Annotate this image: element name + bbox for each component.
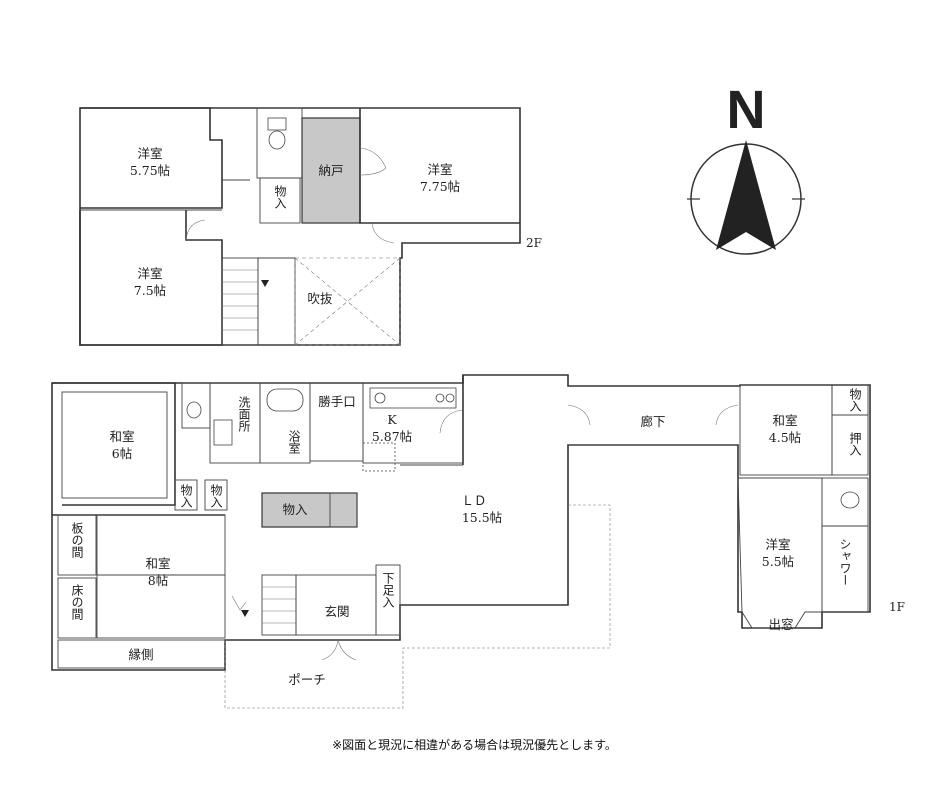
room-1f-western-55-size: 5.5帖 — [762, 554, 794, 569]
floor-label-1f: 1F — [889, 600, 905, 614]
room-1f-engawa: 縁側 — [128, 647, 153, 662]
room-1f-bath: 浴室 — [287, 430, 301, 454]
room-1f-washroom: 洗面所 — [237, 396, 251, 432]
floor-label-2f: 2F — [526, 236, 542, 250]
room-2f-western-a-name: 洋室 — [137, 146, 162, 161]
room-2f-closet: 物入 — [273, 185, 287, 209]
compass-north-letter: N — [727, 80, 766, 140]
room-1f-japanese-45-size: 4.5帖 — [769, 430, 801, 445]
room-1f-kitchen-name: K — [387, 412, 397, 427]
room-2f-storeroom: 納戸 — [318, 163, 343, 178]
room-1f-itanoma: 板の間 — [70, 522, 84, 558]
compass-arrow-icon — [716, 140, 776, 250]
room-1f-oshiire: 押入 — [848, 432, 862, 456]
room-1f-porch: ポーチ — [288, 672, 326, 687]
room-1f-western-55-name: 洋室 — [765, 537, 790, 552]
room-2f-western-b-name: 洋室 — [427, 162, 452, 177]
room-1f-japanese-45-name: 和室 — [772, 413, 797, 428]
room-1f-closet-small-b: 物入 — [209, 484, 223, 508]
room-1f-service-entry: 勝手口 — [318, 394, 356, 409]
room-2f-void: 吹抜 — [307, 291, 333, 306]
room-1f-tokonoma: 床の間 — [70, 584, 84, 620]
room-1f-closet-ne: 物入 — [848, 388, 862, 412]
room-1f-closet-small-a: 物入 — [179, 484, 193, 508]
compass: N — [687, 80, 805, 255]
room-1f-corridor: 廊下 — [640, 414, 665, 429]
room-1f-bay-window: 出窓 — [768, 617, 793, 632]
room-1f-japanese-6-size: 6帖 — [112, 446, 132, 461]
second-floor-plan — [79, 107, 521, 346]
room-1f-shoe-box: 下足入 — [381, 572, 395, 608]
room-1f-japanese-6-name: 和室 — [109, 429, 134, 444]
room-2f-western-b-size: 7.75帖 — [420, 179, 460, 194]
room-2f-western-c-name: 洋室 — [137, 266, 162, 281]
room-1f-japanese-8-name: 和室 — [145, 556, 170, 571]
room-1f-ld-size: 15.5帖 — [462, 510, 502, 525]
first-floor-plan — [51, 374, 871, 709]
room-1f-ld-name: ＬＤ — [461, 493, 486, 508]
room-1f-closet-center: 物入 — [282, 502, 308, 517]
room-1f-shower: シャワー — [838, 538, 852, 586]
room-1f-kitchen-size: 5.87帖 — [372, 429, 412, 444]
room-2f-western-a-size: 5.75帖 — [130, 163, 170, 178]
room-1f-japanese-8-size: 8帖 — [148, 573, 168, 588]
room-1f-entrance: 玄関 — [324, 604, 349, 619]
room-2f-western-c-size: 7.5帖 — [134, 283, 166, 298]
footer-note: ※図面と現況に相違がある場合は現況優先とします。 — [332, 738, 617, 752]
